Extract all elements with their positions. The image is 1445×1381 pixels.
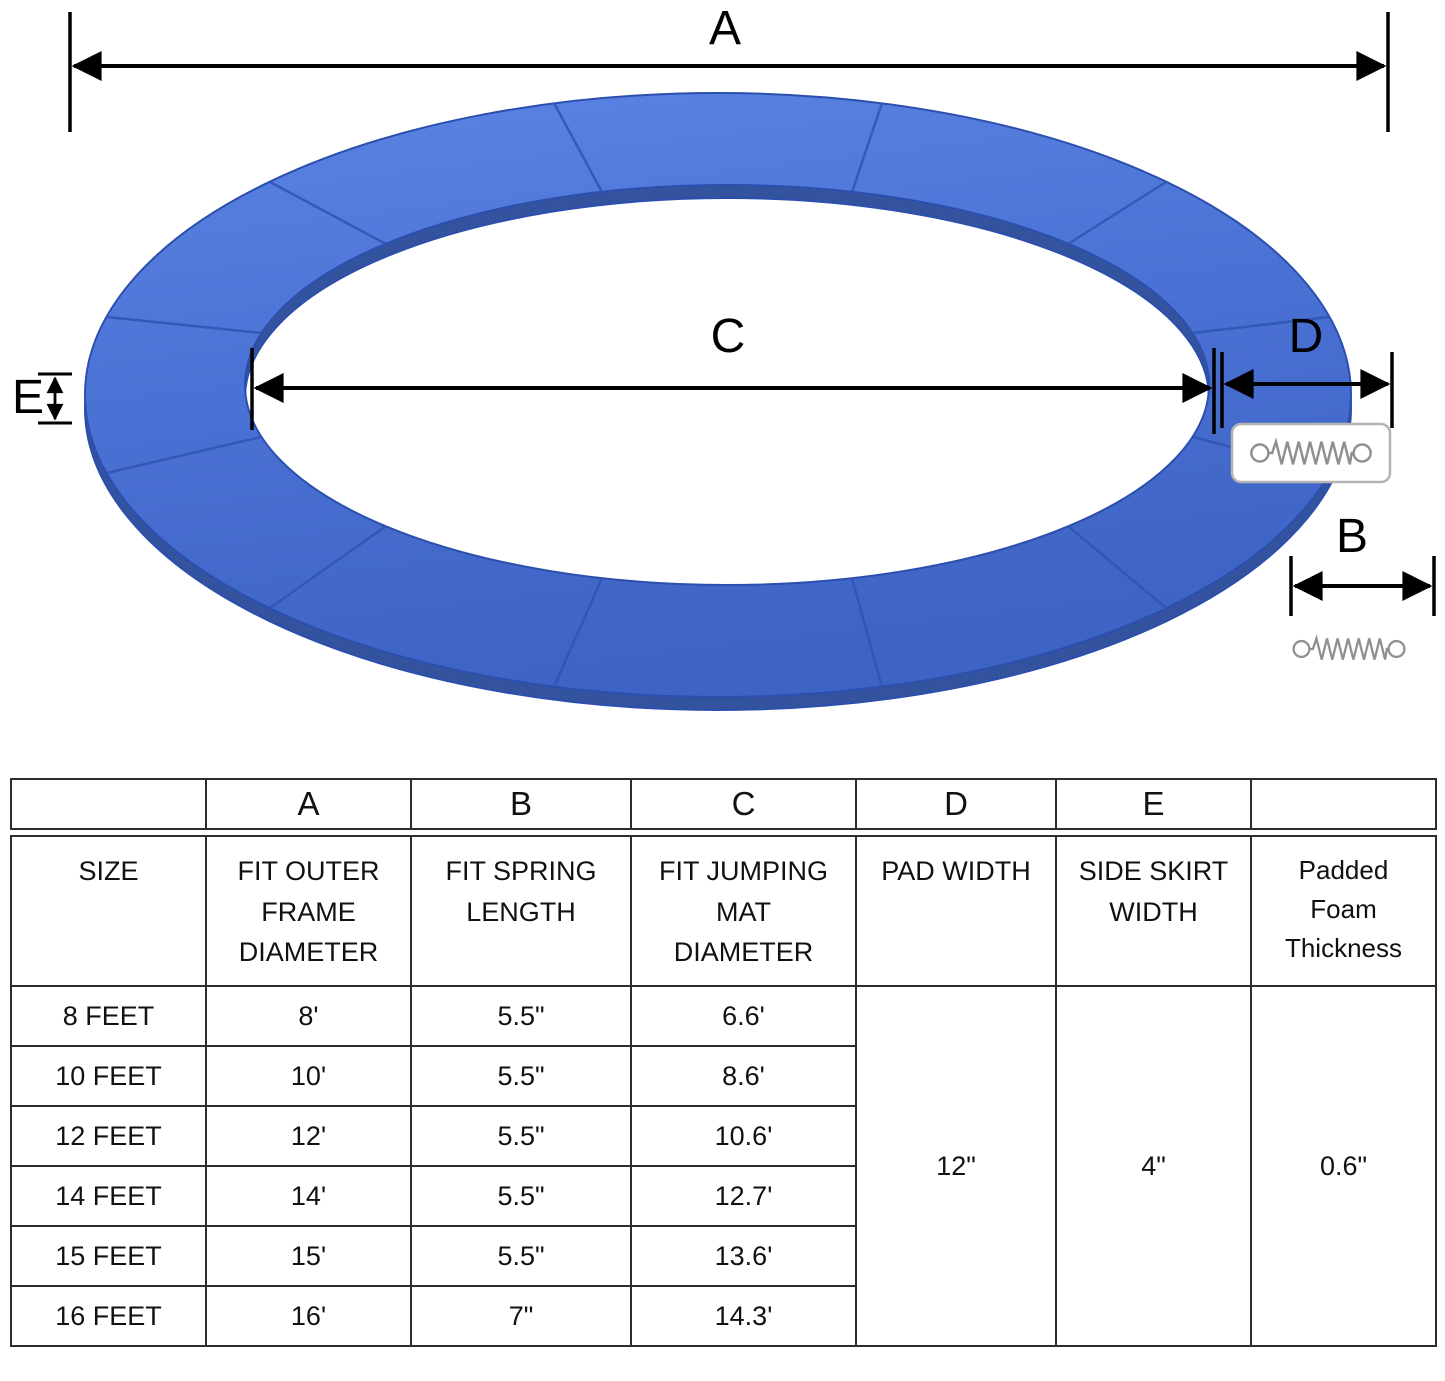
letter-cell-blank-right <box>1250 778 1437 830</box>
size-cell: 10 FEET <box>10 1045 207 1107</box>
table-row: 10 FEET 10' 5.5" 8.6' <box>10 1045 1436 1107</box>
outer-frame-cell: 12' <box>205 1105 412 1167</box>
outer-frame-cell: 14' <box>205 1165 412 1227</box>
spring-length-cell: 7" <box>410 1285 632 1347</box>
dimension-b-label: B <box>1336 510 1368 563</box>
header-cell-spring-length: FIT SPRING LENGTH <box>410 835 632 987</box>
trampoline-pad-diagram: A C D E B <box>12 2 1436 711</box>
mat-diameter-cell: 8.6' <box>630 1045 857 1107</box>
spring-length-cell: 5.5" <box>410 1225 632 1287</box>
size-cell: 8 FEET <box>10 985 207 1047</box>
letter-cell-e: E <box>1055 778 1252 830</box>
size-cell: 15 FEET <box>10 1225 207 1287</box>
dimension-c: C <box>250 310 1216 434</box>
spring-length-cell: 5.5" <box>410 985 632 1047</box>
spec-table-section: A B C D E SIZE FIT OUTER FRAME DIAMETER … <box>10 778 1437 1347</box>
letter-cell-a: A <box>205 778 412 830</box>
spring-length-cell: 5.5" <box>410 1165 632 1227</box>
letter-cell-c: C <box>630 778 857 830</box>
side-skirt-width-cell: 4" <box>1055 985 1252 1347</box>
spring-icon <box>1292 637 1406 661</box>
spring-length-cell: 5.5" <box>410 1045 632 1107</box>
mat-diameter-cell: 14.3' <box>630 1285 857 1347</box>
size-cell: 12 FEET <box>10 1105 207 1167</box>
column-header-row: SIZE FIT OUTER FRAME DIAMETER FIT SPRING… <box>10 835 1437 987</box>
mat-diameter-cell: 12.7' <box>630 1165 857 1227</box>
pad-seams <box>106 102 1330 688</box>
dimension-e-label: E <box>12 371 44 424</box>
size-cell: 16 FEET <box>10 1285 207 1347</box>
letter-cell-b: B <box>410 778 632 830</box>
letter-cell-blank-left <box>10 778 207 830</box>
header-cell-side-skirt: SIDE SKIRT WIDTH <box>1055 835 1252 987</box>
outer-frame-cell: 10' <box>205 1045 412 1107</box>
header-cell-size: SIZE <box>10 835 207 987</box>
header-cell-foam-thickness: Padded Foam Thickness <box>1250 835 1437 987</box>
table-row: 8 FEET 8' 5.5" 6.6' 12" 4" 0.6" <box>10 985 1437 1347</box>
pad-width-cell: 12" <box>855 985 1057 1347</box>
letter-cell-d: D <box>855 778 1057 830</box>
dimension-e: E <box>12 371 72 425</box>
dimension-a-label: A <box>709 2 741 55</box>
spring-callout-box <box>1230 422 1392 484</box>
mat-diameter-cell: 10.6' <box>630 1105 857 1167</box>
outer-frame-cell: 16' <box>205 1285 412 1347</box>
size-cell: 14 FEET <box>10 1165 207 1227</box>
table-row: 12 FEET 12' 5.5" 10.6' <box>10 1105 1436 1167</box>
dimension-c-label: C <box>711 310 746 363</box>
letter-header-row: A B C D E <box>10 778 1437 830</box>
letter-header-table: A B C D E <box>10 778 1437 830</box>
outer-frame-cell: 15' <box>205 1225 412 1287</box>
header-cell-pad-width: PAD WIDTH <box>855 835 1057 987</box>
dimension-a: A <box>68 2 1390 132</box>
size-spec-table: SIZE FIT OUTER FRAME DIAMETER FIT SPRING… <box>10 835 1437 1347</box>
foam-thickness-cell: 0.6" <box>1250 985 1437 1347</box>
dimension-d: D <box>1220 310 1394 484</box>
header-cell-outer-frame: FIT OUTER FRAME DIAMETER <box>205 835 412 987</box>
pad-ring-group <box>83 92 1353 711</box>
dimension-d-label: D <box>1289 310 1324 363</box>
header-cell-mat-diameter: FIT JUMPING MAT DIAMETER <box>630 835 857 987</box>
table-row: 16 FEET 16' 7" 14.3' <box>10 1285 1436 1347</box>
dimension-b: B <box>1289 510 1436 661</box>
mat-diameter-cell: 13.6' <box>630 1225 857 1287</box>
outer-frame-cell: 8' <box>205 985 412 1047</box>
mat-diameter-cell: 6.6' <box>630 985 857 1047</box>
spring-length-cell: 5.5" <box>410 1105 632 1167</box>
table-row: 15 FEET 15' 5.5" 13.6' <box>10 1225 1436 1287</box>
table-row: 14 FEET 14' 5.5" 12.7' <box>10 1165 1436 1227</box>
